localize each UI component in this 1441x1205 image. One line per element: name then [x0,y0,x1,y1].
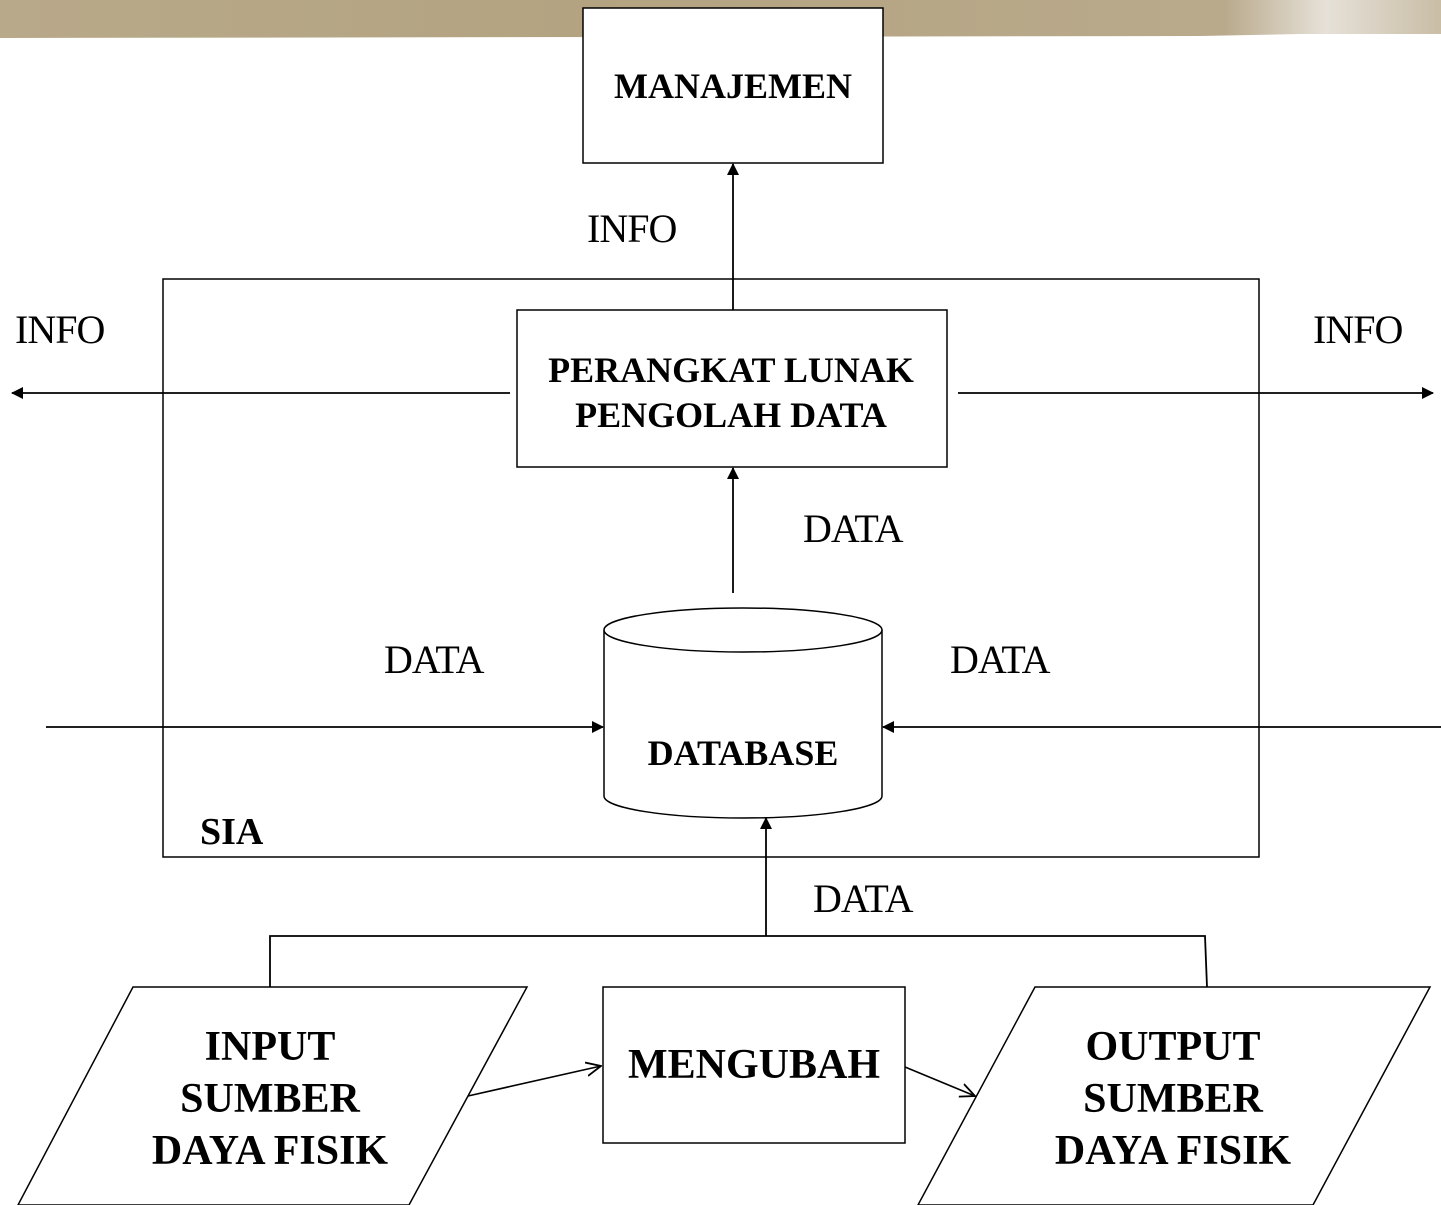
sia-label: SIA [200,811,264,853]
manajemen-label: MANAJEMEN [614,66,852,106]
output-label-line3: DAYA FISIK [1054,1128,1292,1174]
output-label-line2: SUMBER [1083,1076,1263,1122]
software-label-line1: PERANGKAT LUNAK [548,350,914,390]
output-label-line1: OUTPUT [1085,1024,1261,1070]
flow-label-data-software: DATA [803,506,903,551]
arrow-input-to-mengubah [467,1066,601,1097]
flow-label-data-left: DATA [384,637,484,682]
flow-label-info-right: INFO [1313,307,1403,352]
arrow-mengubah-to-output [904,1066,975,1096]
output-parallelogram [917,986,1432,1205]
flow-label-data-bottom: DATA [813,876,913,921]
manajemen-box [582,7,884,164]
flow-label-data-right: DATA [950,637,1050,682]
input-label-line3: DAYA FISIK [151,1128,389,1174]
flow-label-info-management: INFO [587,206,677,251]
sia-boundary [162,278,1260,858]
input-label-line2: SUMBER [180,1076,360,1122]
mengubah-label: MENGUBAH [628,1042,880,1088]
software-box [516,309,948,468]
database-label: DATABASE [647,733,839,773]
software-label-line2: PENGOLAH DATA [575,395,887,435]
input-parallelogram [17,986,529,1205]
flow-label-info-left: INFO [15,307,105,352]
input-label-line1: INPUT [204,1024,336,1070]
mengubah-box [602,986,906,1144]
bottom-data-connector [269,935,1208,988]
database-cylinder [603,607,883,819]
